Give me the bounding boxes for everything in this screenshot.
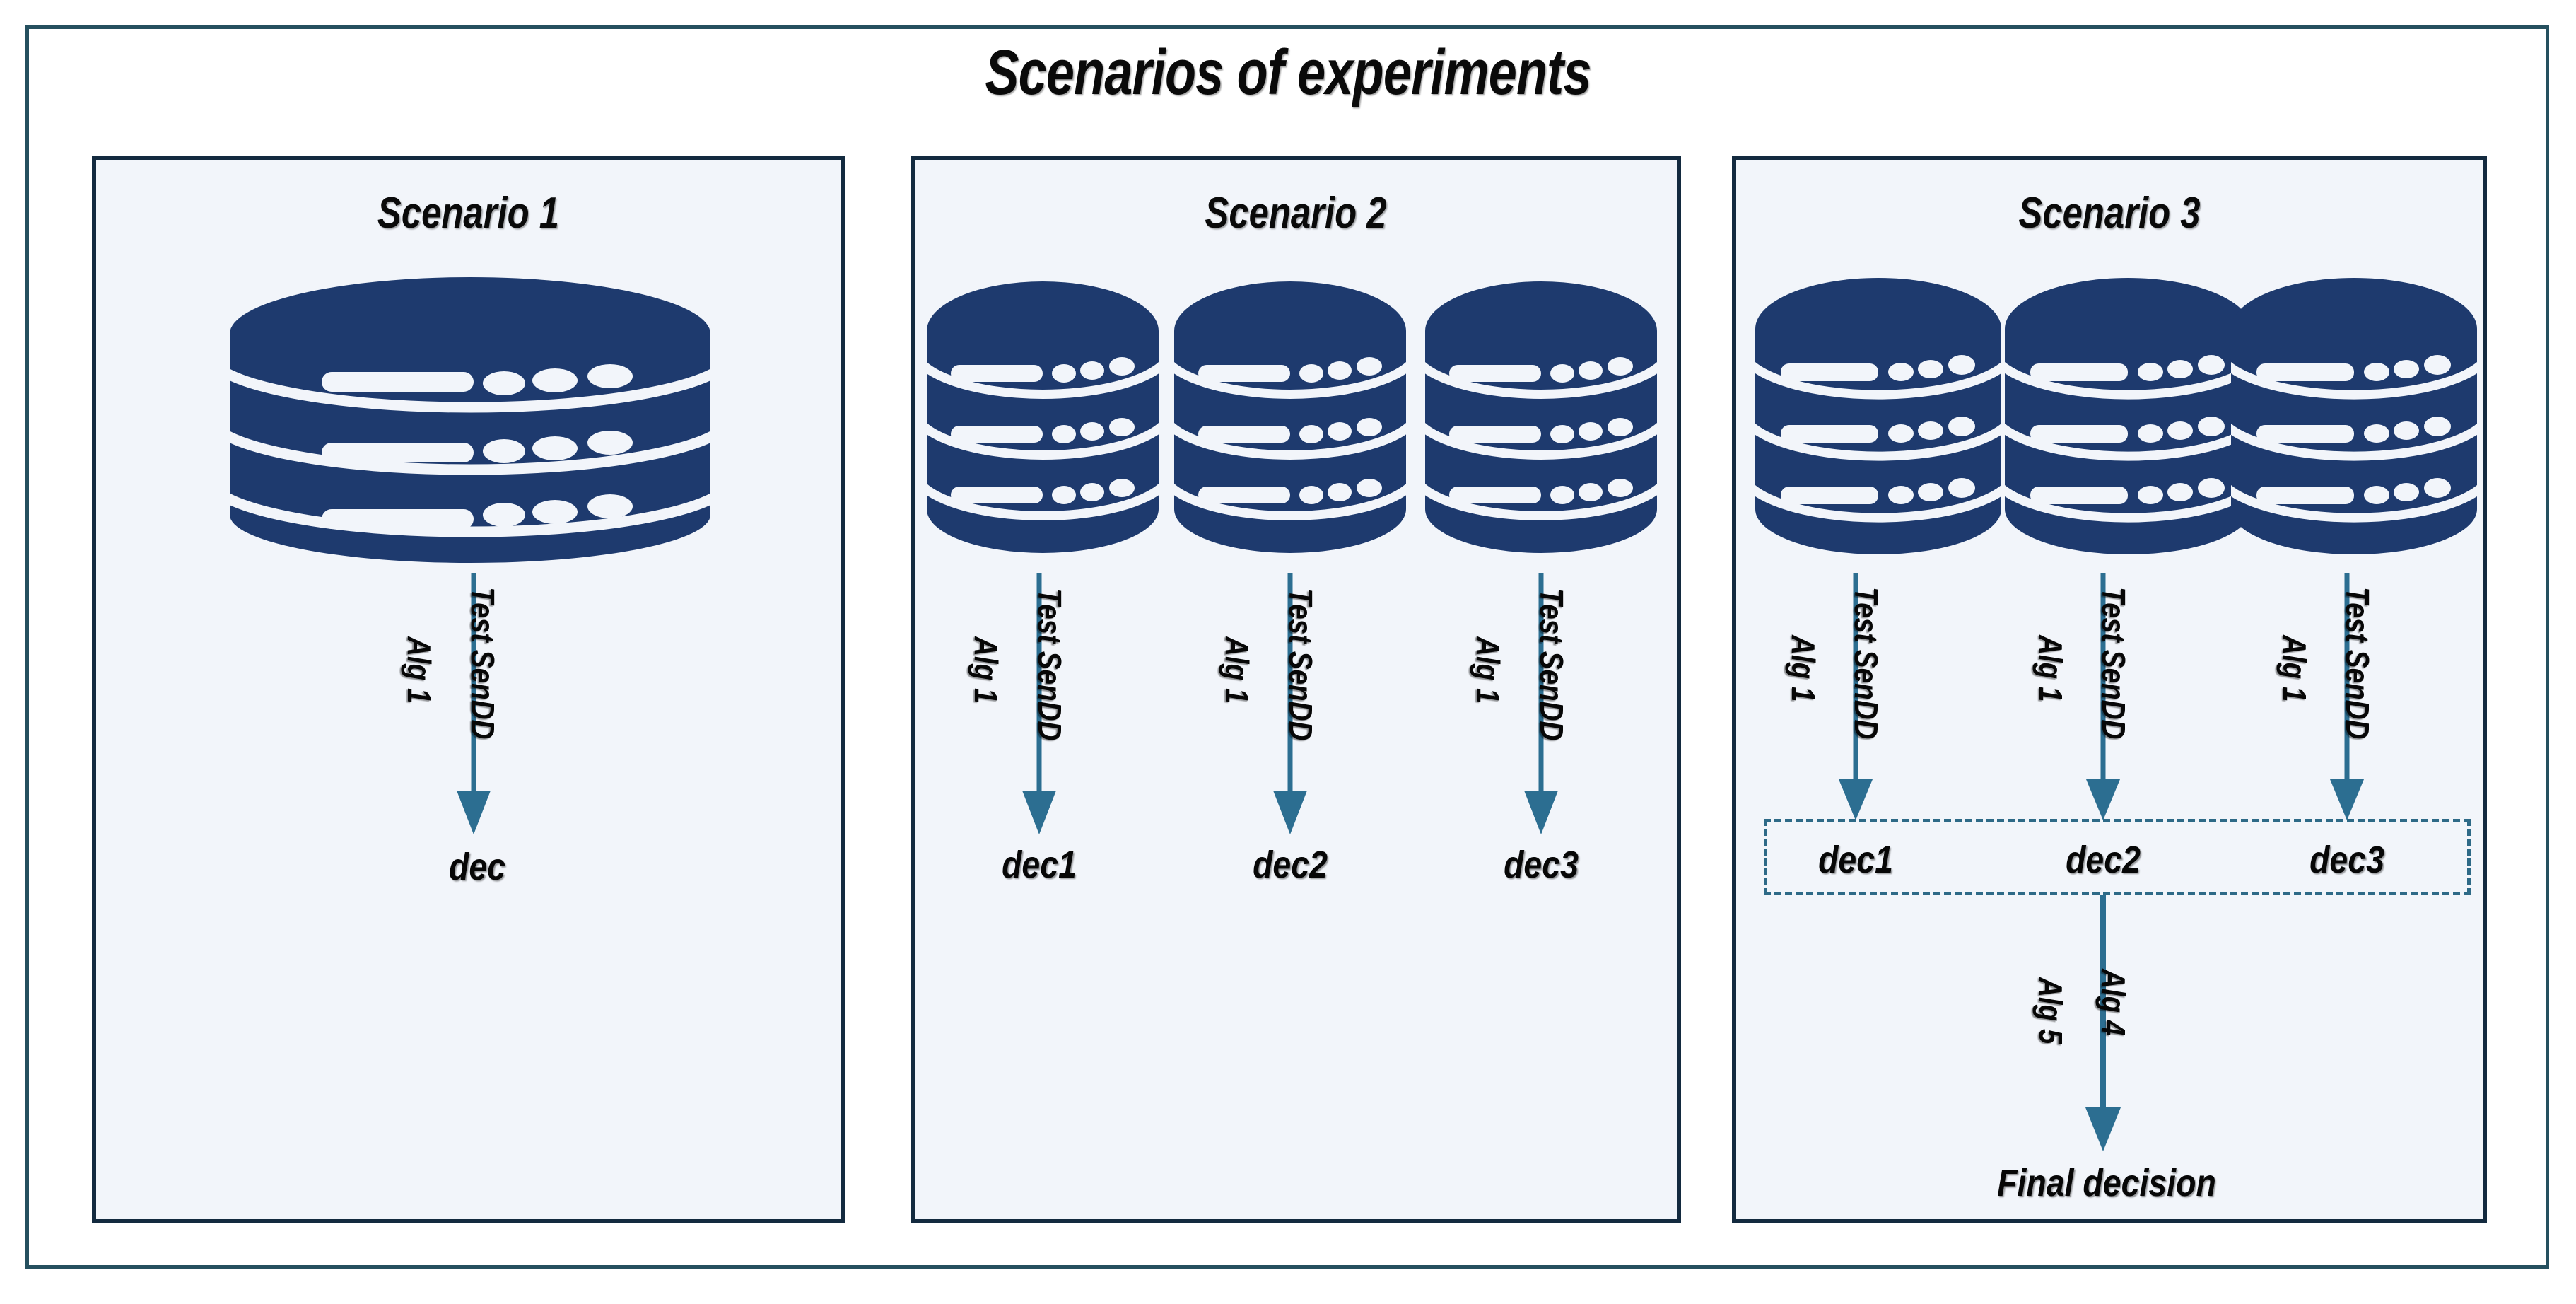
edge-label-left: Alg 1 xyxy=(968,636,1005,704)
decision-node: dec2 xyxy=(2066,839,2141,881)
edge-label-right: Test SenDD xyxy=(1282,588,1319,741)
flow-arrow xyxy=(1834,573,1877,820)
edge-label-right: Test SenDD xyxy=(1848,587,1885,740)
decision-node: dec xyxy=(448,846,506,888)
edge-label-right: Test SenDD xyxy=(464,587,501,740)
flow-arrow xyxy=(2326,573,2368,820)
edge-label-left: Alg 1 xyxy=(401,636,438,704)
decision-node: dec3 xyxy=(1504,844,1579,886)
edge-label-right: Test SenDD xyxy=(2095,587,2132,740)
decision-node: dec1 xyxy=(1818,839,1893,881)
decision-node: dec1 xyxy=(1002,844,1077,886)
decision-node: dec3 xyxy=(2309,839,2384,881)
scenario-2-title: Scenario 2 xyxy=(1205,189,1387,238)
database-icon xyxy=(2227,272,2481,559)
database-icon xyxy=(1170,276,1410,559)
edge-label-left: Alg 1 xyxy=(2276,635,2313,702)
database-icon xyxy=(1751,272,2006,559)
final-edge-label-right: Alg 4 xyxy=(2095,969,2132,1036)
edge-label-left: Alg 1 xyxy=(1785,635,1822,702)
flow-arrow xyxy=(1018,573,1060,834)
edge-label-right: Test SenDD xyxy=(2339,587,2376,740)
final-edge-label-left: Alg 5 xyxy=(2032,977,2069,1044)
database-icon xyxy=(223,269,718,566)
database-icon xyxy=(923,276,1163,559)
flow-arrow xyxy=(1520,573,1562,834)
edge-label-left: Alg 1 xyxy=(2032,635,2069,702)
database-icon xyxy=(2001,272,2255,559)
flow-arrow xyxy=(1269,573,1311,834)
database-icon xyxy=(1421,276,1661,559)
edge-label-right: Test SenDD xyxy=(1533,588,1570,741)
final-decision-node: Final decision xyxy=(1997,1162,2216,1204)
edge-label-right: Test SenDD xyxy=(1031,588,1068,741)
edge-label-left: Alg 1 xyxy=(1219,636,1255,704)
final-flow-arrow xyxy=(2082,895,2124,1151)
edge-label-left: Alg 1 xyxy=(1470,636,1506,704)
scenario-3-title: Scenario 3 xyxy=(2018,189,2201,238)
flow-arrow xyxy=(2082,573,2124,820)
scenario-1-title: Scenario 1 xyxy=(377,189,560,238)
page-title: Scenarios of experiments xyxy=(985,37,1591,108)
decision-node: dec2 xyxy=(1253,844,1328,886)
decision-group-box xyxy=(1764,819,2471,895)
flow-arrow xyxy=(452,573,495,834)
